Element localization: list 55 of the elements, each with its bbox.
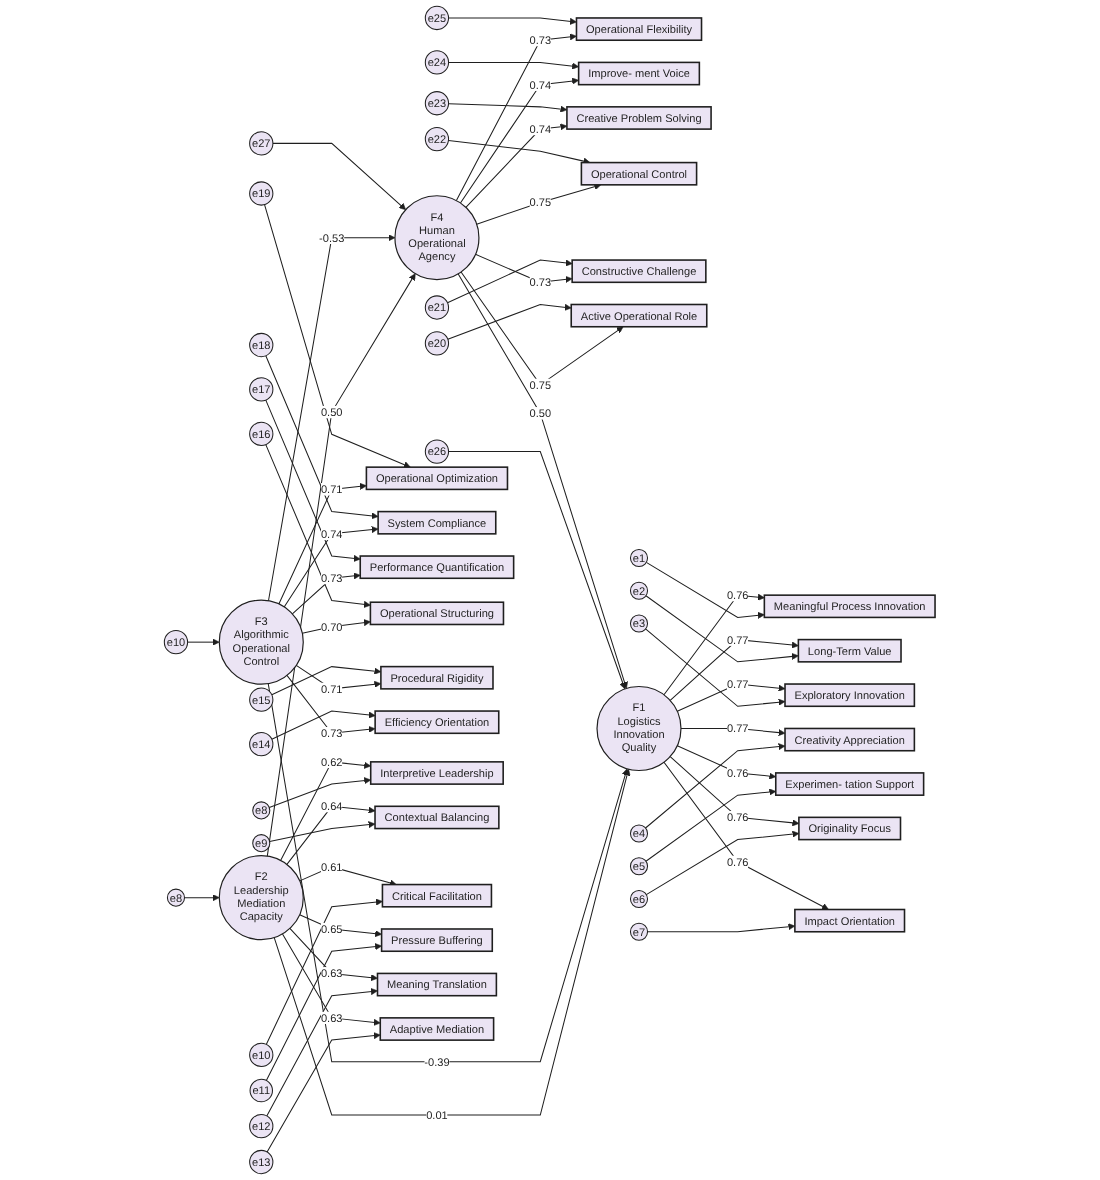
arrow bbox=[267, 273, 416, 857]
arrow bbox=[647, 923, 796, 933]
arrow bbox=[677, 745, 777, 780]
arrow bbox=[448, 139, 591, 165]
arrow bbox=[448, 451, 627, 690]
arrow bbox=[296, 664, 382, 690]
arrow bbox=[670, 639, 799, 701]
arrow bbox=[475, 253, 573, 283]
arrow bbox=[265, 444, 372, 608]
arrow bbox=[645, 743, 786, 829]
arrow bbox=[274, 768, 631, 1116]
arrow bbox=[646, 561, 765, 619]
arrow bbox=[184, 894, 220, 902]
arrow bbox=[476, 183, 602, 225]
arrow bbox=[282, 933, 381, 1026]
arrow bbox=[268, 683, 629, 1063]
arrow bbox=[265, 355, 379, 520]
arrow bbox=[465, 123, 568, 208]
arrow bbox=[447, 259, 573, 304]
arrow bbox=[286, 805, 376, 865]
arrow bbox=[278, 482, 368, 605]
arrow bbox=[280, 761, 372, 861]
arrow bbox=[266, 943, 383, 1082]
arrow bbox=[271, 710, 376, 740]
arrow bbox=[645, 788, 777, 862]
arrow bbox=[302, 619, 372, 634]
arrow bbox=[299, 914, 383, 938]
arrow bbox=[460, 77, 580, 204]
arrow bbox=[266, 898, 384, 1045]
arrow bbox=[680, 727, 786, 737]
arrow bbox=[283, 526, 379, 608]
arrow bbox=[458, 273, 629, 689]
arrow bbox=[456, 33, 578, 202]
arrow bbox=[266, 1032, 381, 1153]
arrow bbox=[663, 593, 765, 696]
arrow bbox=[663, 761, 830, 910]
arrow bbox=[264, 204, 411, 468]
arrow bbox=[448, 103, 568, 113]
arrow bbox=[265, 399, 361, 562]
arrow bbox=[271, 666, 382, 696]
arrow bbox=[187, 638, 220, 646]
arrow bbox=[289, 927, 379, 982]
arrow bbox=[272, 142, 407, 210]
arrow bbox=[645, 595, 799, 663]
arrow bbox=[269, 777, 372, 808]
arrow bbox=[286, 674, 376, 734]
arrow bbox=[645, 628, 786, 707]
arrow bbox=[269, 821, 376, 842]
arrow bbox=[448, 61, 580, 70]
arrow bbox=[670, 756, 800, 827]
arrow bbox=[646, 830, 800, 896]
arrow bbox=[268, 234, 396, 602]
arrow bbox=[448, 17, 578, 25]
arrow bbox=[266, 988, 379, 1117]
arrow bbox=[447, 303, 572, 340]
